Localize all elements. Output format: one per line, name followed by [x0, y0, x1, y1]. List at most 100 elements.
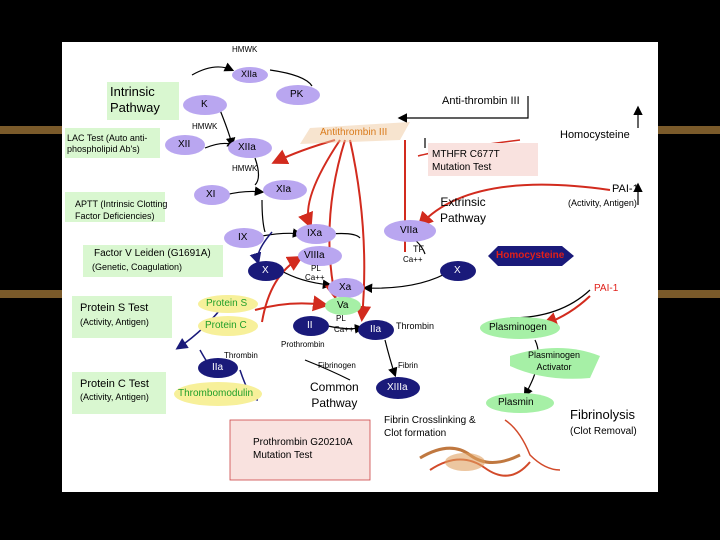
protein-c-label: Protein C: [205, 320, 247, 331]
node-va: [325, 297, 361, 315]
common-pathway-label: Common Pathway: [310, 380, 359, 410]
k-label: K: [201, 99, 208, 110]
antithrombin-iii-label: Anti-thrombin III: [442, 95, 520, 107]
pk-label: PK: [290, 89, 304, 100]
homocysteine-top-label: Homocysteine: [560, 129, 630, 141]
xi-label: XI: [206, 189, 216, 200]
node-x-left: [248, 261, 284, 281]
ixa-label: IXa: [307, 228, 323, 239]
xiia-top-label: XIIa: [241, 69, 258, 79]
protein-s-test-box: [72, 296, 172, 338]
factor-v-leiden-box: [83, 245, 223, 277]
plasminogen-label: Plasminogen: [489, 322, 547, 333]
thrombin-mid-label: Thrombin: [396, 321, 435, 331]
xiia-mid-label: XIIa: [238, 142, 256, 153]
node-xiia-top: [232, 67, 268, 83]
prothrombin-label: Prothrombin: [281, 340, 325, 349]
bullet-bar-icon: [0, 126, 62, 134]
node-thrombomodulin: [174, 382, 262, 406]
node-plasmin: [486, 393, 554, 413]
node-protein-s: [198, 295, 258, 313]
iia-left-label: IIa: [212, 362, 224, 373]
fibrin-clot-icon: [419, 419, 561, 477]
antithrombin-orange-label: Antithrombin III: [320, 127, 388, 138]
plasminogen-activator-label: Plasminogen Activator: [528, 350, 581, 372]
antithrombin-banner: [300, 122, 410, 144]
x-left-label: X: [262, 265, 269, 276]
node-pk: [276, 85, 320, 105]
clot-removal-label: (Clot Removal): [570, 426, 637, 437]
thrombomodulin-label: Thrombomodulin: [178, 388, 254, 399]
mthfr-box: [428, 143, 538, 176]
xiiia-label: XIIIa: [387, 382, 408, 393]
fibrin-label: Fibrin: [398, 361, 419, 370]
xa-label: Xa: [339, 282, 352, 293]
aptt-box: [65, 192, 165, 222]
node-xiiia: [376, 377, 420, 399]
pl-low-label: PL: [336, 314, 346, 323]
extrinsic-pathway-label: Extrinsic Pathway: [440, 195, 487, 225]
lac-test-label: LAC Test (Auto anti- phospholipid Ab's): [67, 133, 148, 154]
ca-mid-label: Ca++: [305, 273, 325, 282]
ca-low-label: Ca++: [334, 325, 354, 334]
node-xiia-mid: [228, 138, 272, 158]
factor-v-leiden-sub-label: (Genetic, Coagulation): [92, 262, 183, 272]
va-label: Va: [337, 300, 349, 311]
intrinsic-pathway-label: Intrinsic Pathway: [110, 84, 160, 116]
bullet-bar-icon: [0, 290, 62, 298]
viiia-label: VIIIa: [304, 250, 325, 261]
protein-c-test-label: Protein C Test: [80, 378, 149, 390]
ii-label: II: [307, 320, 313, 331]
aptt-label: APTT (Intrinsic Clotting Factor Deficien…: [75, 199, 168, 222]
plasmin-label: Plasmin: [498, 397, 534, 408]
lac-test-box: [65, 128, 160, 158]
pl-top-label: PL: [311, 264, 321, 273]
mthfr-label: MTHFR C677T Mutation Test: [432, 149, 500, 173]
iia-mid-label: IIa: [370, 324, 382, 335]
node-xii: [165, 135, 205, 155]
node-protein-c: [198, 316, 258, 336]
fibrin-crosslinking-label: Fibrin Crosslinking & Clot formation: [384, 415, 476, 439]
node-xi: [194, 185, 230, 205]
ca-tf-label: Ca++: [403, 255, 423, 264]
fibrinolysis-label: Fibrinolysis: [570, 407, 636, 422]
node-viia: [384, 220, 436, 242]
node-iia-left: [198, 358, 238, 378]
xii-label: XII: [178, 139, 191, 150]
hmwk-top-label: HMWK: [232, 45, 258, 54]
bullet-bar-icon: [658, 290, 720, 298]
ix-label: IX: [238, 232, 248, 243]
hmwk-low-label: HMWK: [232, 164, 258, 173]
node-viiia: [298, 246, 342, 266]
homocysteine-hexagon: [488, 246, 574, 266]
node-x-right: [440, 261, 476, 281]
pai1-red-label: PAI-1: [594, 283, 619, 294]
node-xia: [263, 180, 307, 200]
hmwk-mid-label: HMWK: [192, 122, 218, 131]
protein-s-label: Protein S: [206, 298, 248, 309]
pai1-top-sub-label: (Activity, Antigen): [568, 198, 637, 208]
tf-label: TF: [413, 244, 424, 254]
node-xa: [328, 278, 364, 298]
node-plasminogen-activator: [510, 348, 600, 379]
protein-s-test-sub-label: (Activity, Antigen): [80, 317, 149, 327]
x-right-label: X: [454, 265, 461, 276]
thrombin-left-label: Thrombin: [224, 351, 258, 360]
protein-c-test-sub-label: (Activity, Antigen): [80, 392, 149, 402]
pai1-top-label: PAI-1: [612, 183, 639, 195]
node-iia-mid: [358, 320, 394, 340]
viia-label: VIIa: [400, 225, 418, 236]
node-k: [183, 95, 227, 115]
homocysteine-box-label: Homocysteine: [496, 250, 565, 261]
node-ix: [224, 228, 264, 248]
protein-s-test-label: Protein S Test: [80, 302, 149, 314]
factor-v-leiden-label: Factor V Leiden (G1691A): [94, 248, 211, 259]
xia-label: XIa: [276, 184, 292, 195]
prothrombin-test-box: [229, 419, 371, 481]
bullet-bar-icon: [658, 126, 720, 134]
prothrombin-test-label: Prothrombin G20210A Mutation Test: [253, 437, 353, 461]
intrinsic-box: [107, 82, 179, 120]
